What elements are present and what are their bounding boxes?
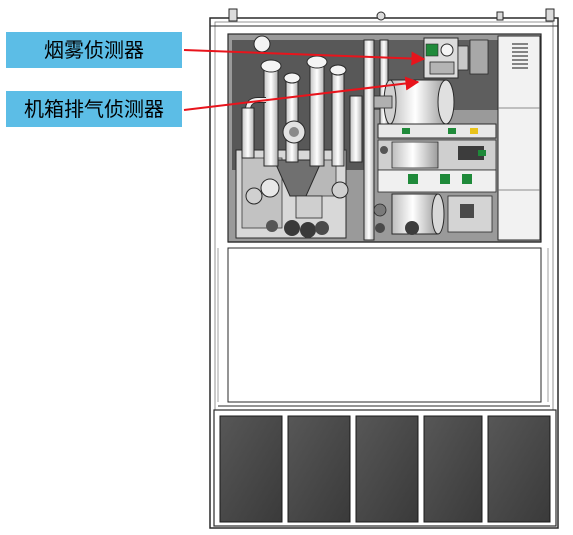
lower-drum [373, 193, 493, 235]
base-panel-2 [287, 415, 351, 523]
base-panel-4 [423, 415, 483, 523]
base-panel-1 [219, 415, 283, 523]
base-panels [213, 409, 557, 527]
smoke-detector-unit [423, 37, 489, 79]
generator-drum [373, 79, 455, 125]
terminal-shelf [377, 123, 497, 193]
base-panel-5 [487, 415, 551, 523]
base-panel-3 [355, 415, 419, 523]
machine-compartment [227, 33, 542, 243]
engine-block [235, 149, 349, 239]
vent-grille [512, 43, 528, 69]
smoke-detector-label: 烟雾侦测器 [6, 32, 182, 68]
breather-pipes [241, 35, 363, 167]
smoke-detector-arrow [183, 49, 426, 66]
crankcase-detector-arrow [183, 76, 420, 111]
crankcase-exhaust-detector-label: 机箱排气侦测器 [6, 91, 182, 127]
middle-panel [217, 247, 550, 407]
